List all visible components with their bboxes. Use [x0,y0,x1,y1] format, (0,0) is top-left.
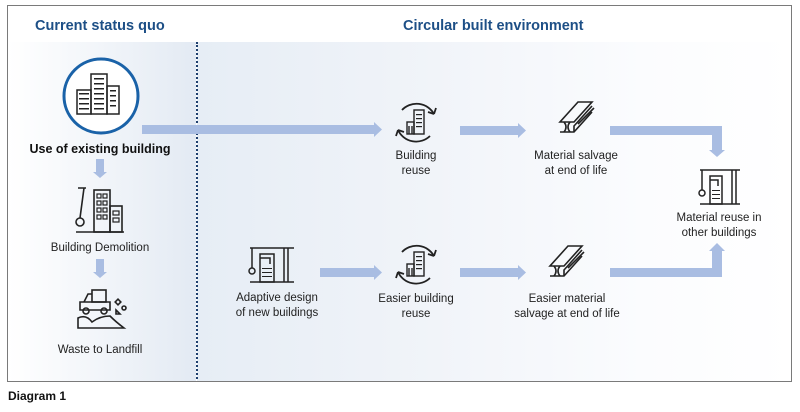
easier-building-reuse-label: Easier building reuse [378,292,453,322]
diagram-frame: Current status quo Circular built enviro… [7,5,792,382]
label-line: salvage at end of life [514,308,620,320]
arrow-down-segment [712,126,722,152]
steel-beam-icon [548,245,585,277]
adaptive-design-label: Adaptive design of new buildings [236,291,318,321]
existing-building-label: Use of existing building [29,142,171,156]
arrow-up-segment [712,250,722,277]
material-reuse-label: Material reuse in other buildings [676,211,761,241]
arrowhead-icon [93,272,107,278]
label-line: Building [395,150,437,162]
status-quo-heading: Current status quo [35,18,165,34]
construction-crane-icon [248,247,294,283]
building-reuse-label: Building reuse [396,149,437,179]
arrow-salvage-to-material-reuse [610,126,722,135]
label-line: other buildings [681,227,757,239]
circular-heading: Circular built environment [403,18,584,34]
label-line: reuse [401,165,431,177]
arrow-easier-salvage-to-material-reuse [610,268,722,277]
material-salvage-label: Material salvage at end of life [534,149,618,179]
arrowhead-icon [518,265,526,280]
dump-truck-icon [77,289,127,329]
label-line: reuse [401,308,431,320]
demolition-label: Building Demolition [50,242,150,254]
wrecking-ball-icon [75,187,124,233]
label-line: Material reuse in [676,212,762,224]
arrowhead-icon [374,265,382,280]
office-buildings-icon [62,57,140,135]
recycle-building-icon [395,102,437,143]
steel-beam-icon [558,101,595,133]
arrow-demolition-to-landfill [96,259,104,273]
arrowhead-icon [93,172,107,178]
label-line: Easier material [528,293,606,305]
arrow-existing-to-reuse [142,125,374,134]
section-divider [196,42,198,381]
arrow-reuse-to-salvage [460,126,518,135]
arrowhead-icon [709,150,725,157]
label-line: Material salvage [534,150,618,162]
label-line: of new buildings [235,307,319,319]
label-line: at end of life [544,165,608,177]
construction-crane-icon [698,169,740,205]
arrowhead-icon [374,122,382,137]
circular-panel [197,42,791,381]
label-line: Easier building [378,293,454,305]
label-line: Adaptive design [236,292,318,304]
diagram-caption: Diagram 1 [8,389,67,403]
arrowhead-icon [709,243,725,251]
arrow-existing-to-demolition [96,159,104,173]
landfill-label: Waste to Landfill [57,344,143,356]
recycle-building-icon [395,244,437,285]
arrow-easier-reuse-to-easier-salvage [460,268,518,277]
arrow-adaptive-to-easier-reuse [320,268,374,277]
arrowhead-icon [518,123,526,138]
easier-material-salvage-label: Easier material salvage at end of life [514,292,620,322]
